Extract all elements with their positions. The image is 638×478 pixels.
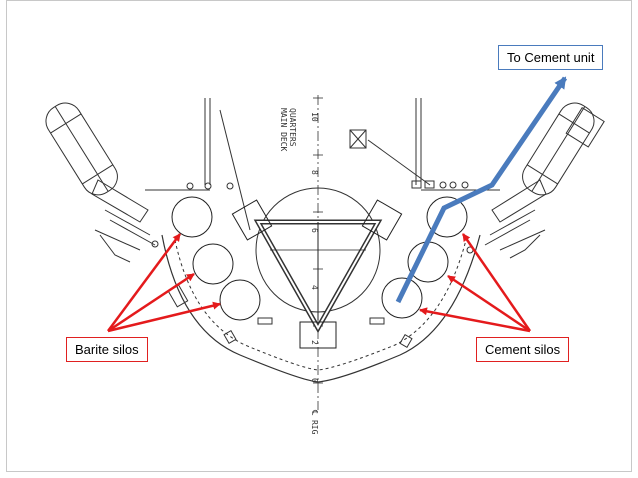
tick-label: 6 — [310, 228, 319, 233]
tick-label: 8 — [310, 170, 319, 175]
deck-outline — [145, 98, 500, 383]
tick-label: 10 — [310, 112, 319, 122]
tick-label: 4 — [310, 285, 319, 290]
barite-silos-label: Barite silos — [66, 337, 148, 362]
slide-frame — [6, 0, 632, 472]
left-tank — [45, 102, 156, 263]
barite-silos — [171, 196, 261, 321]
centerline-label: ℄ RIG — [310, 409, 319, 435]
cement-silo — [381, 277, 423, 319]
cement-silo — [407, 241, 449, 283]
axis-tick-labels: 10 8 6 4 2 0 ℄ RIG — [310, 112, 319, 435]
cement-silos — [381, 196, 468, 319]
derrick-triangle — [231, 199, 403, 349]
valve-symbols — [151, 180, 474, 349]
small-box — [349, 129, 367, 149]
svg-text:QUARTERS: QUARTERS — [288, 108, 297, 147]
cement-line — [395, 76, 568, 304]
barite-arrows — [106, 233, 221, 333]
barite-silo — [219, 279, 261, 321]
tick-label: 2 — [310, 340, 319, 345]
barite-silo — [171, 196, 213, 238]
svg-text:MAIN DECK: MAIN DECK — [279, 108, 288, 152]
barite-silo — [192, 243, 234, 285]
deck-title: MAIN DECK QUARTERS — [279, 108, 297, 152]
right-tank — [484, 102, 605, 259]
tick-label: 0 — [310, 378, 319, 383]
to-cement-unit-label: To Cement unit — [498, 45, 604, 70]
cement-silos-label: Cement silos — [476, 337, 570, 362]
cement-arrows — [419, 233, 532, 333]
cement-silo — [426, 196, 468, 238]
